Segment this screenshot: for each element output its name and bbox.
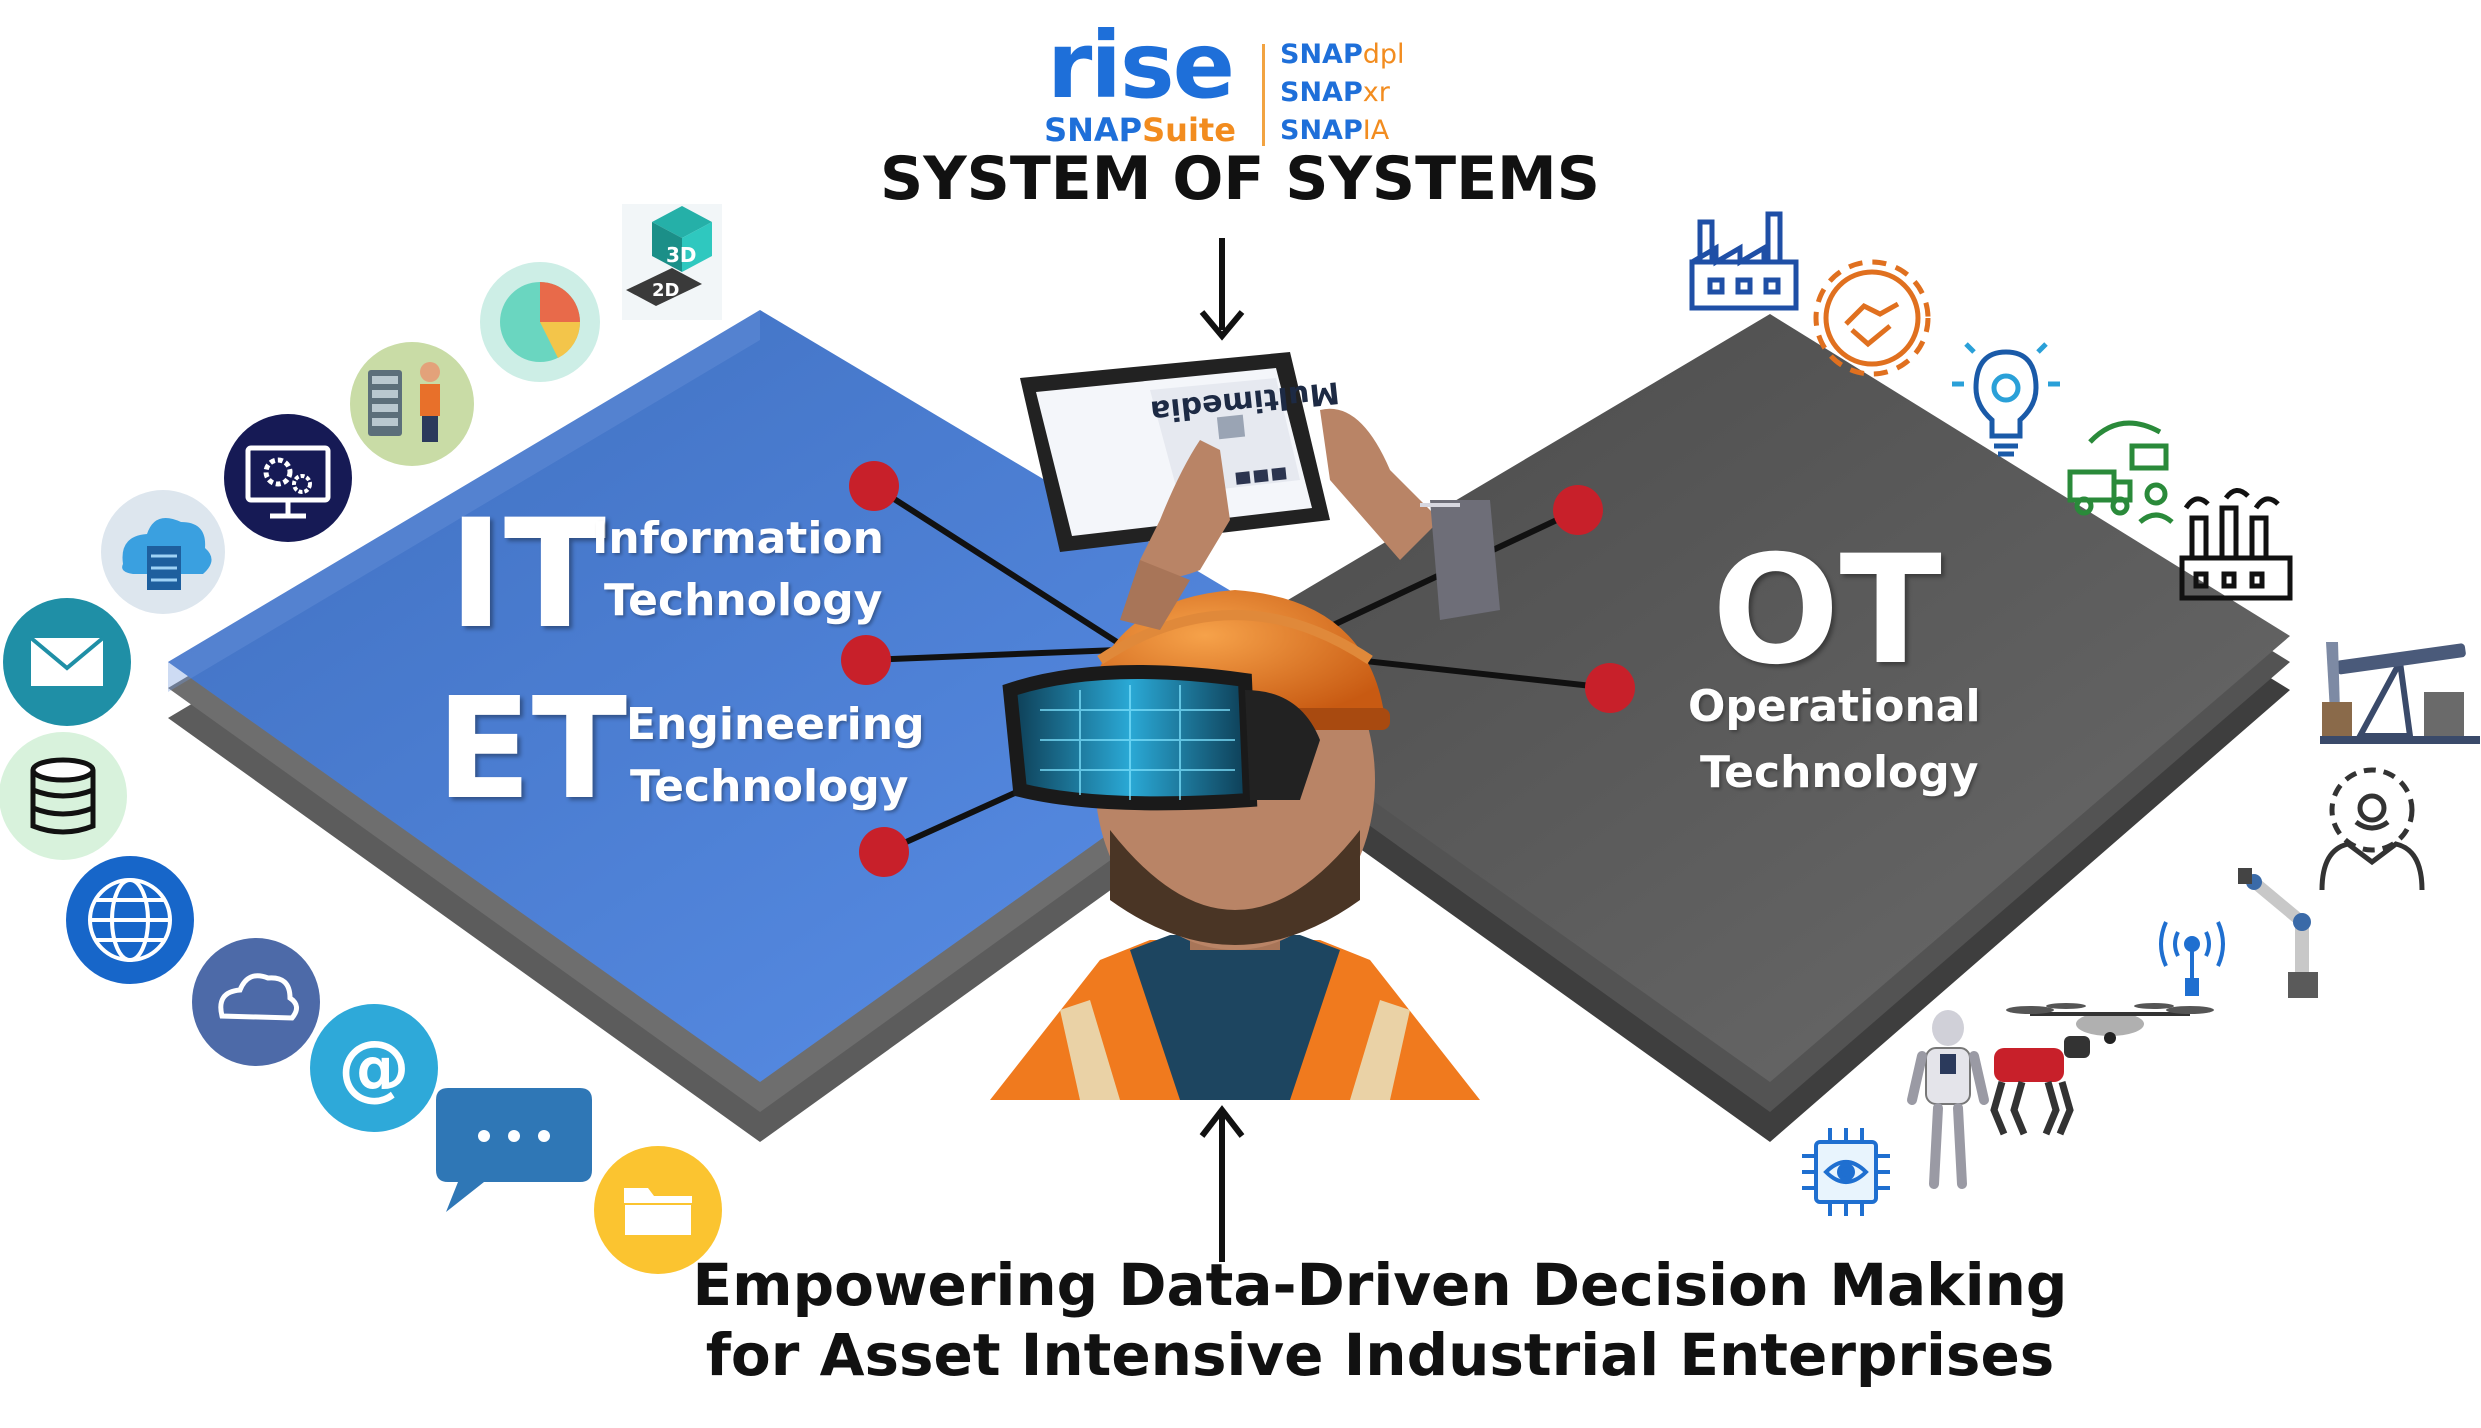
lightbulb-gear-icon (1952, 342, 2060, 457)
chat-bubble-icon (436, 1088, 592, 1212)
dot-it-mid (841, 635, 891, 685)
et-line2: Technology (630, 761, 909, 812)
svg-text:@: @ (338, 1025, 410, 1109)
monitor-gears-icon (224, 414, 352, 542)
database-icon (0, 732, 127, 860)
humanoid-robot-icon (1907, 1010, 1989, 1189)
email-icon (3, 598, 131, 726)
handshake-gear-icon (1813, 259, 1931, 377)
product-suffix: IA (1362, 115, 1390, 146)
product-suffix: xr (1362, 77, 1390, 108)
cloud-icon (192, 938, 320, 1066)
product-snapxr: SNAPxr (1280, 78, 1390, 108)
drone-icon (2006, 1003, 2214, 1044)
server-person-icon (350, 342, 474, 466)
tagline: Empowering Data-Driven Decision Making f… (560, 1250, 2200, 1390)
page-title: SYSTEM OF SYSTEMS (880, 144, 1600, 214)
it-line2: Technology (604, 575, 883, 626)
ai-chip-eye-icon (1802, 1128, 1890, 1216)
cloud-server-icon (101, 490, 225, 614)
rise-logo: rise (1046, 12, 1235, 119)
snapsuite-logo: SNAPSuite (1040, 112, 1240, 148)
connector-dots (841, 461, 1635, 877)
svg-text:3D: 3D (666, 243, 697, 267)
ot-line1: Operational (1688, 681, 1981, 732)
dot-ot-mid (1585, 663, 1635, 713)
arrow-down (1199, 238, 1245, 341)
robot-arm-icon (2238, 868, 2318, 998)
product-prefix: SNAP (1280, 115, 1363, 146)
it-et-block (168, 310, 1350, 1142)
logo-divider (1262, 44, 1265, 146)
product-prefix: SNAP (1280, 77, 1363, 108)
at-sign-icon: @ (310, 1004, 438, 1132)
logistics-icon (2067, 420, 2174, 524)
svg-text:2D: 2D (652, 280, 679, 301)
arrow-up (1199, 1105, 1245, 1262)
3d-2d-icon: 2D 3D (622, 204, 722, 320)
it-line1: Information (592, 513, 884, 564)
ot-line2: Technology (1700, 747, 1979, 798)
product-suffix: dpl (1362, 39, 1405, 70)
dot-et (859, 827, 909, 877)
snapsuite-part1: SNAP (1044, 111, 1143, 149)
product-prefix: SNAP (1280, 39, 1363, 70)
folder-icon (594, 1146, 722, 1274)
tagline-line1: Empowering Data-Driven Decision Making (692, 1251, 2068, 1319)
dot-ot-top (1553, 485, 1603, 535)
oil-pump-icon (2320, 642, 2480, 744)
product-snapdpl: SNAPdpl (1280, 40, 1405, 70)
et-abbreviation: ET (436, 668, 628, 831)
tablet-illustration (1020, 352, 1500, 630)
tagline-line2: for Asset Intensive Industrial Enterpris… (705, 1321, 2055, 1389)
snapsuite-part2: Suite (1142, 111, 1236, 149)
worker-vr-illustration (990, 590, 1480, 1100)
it-abbreviation: IT (448, 488, 607, 662)
engineer-gear-icon (2319, 767, 2425, 891)
dot-it-top (849, 461, 899, 511)
wireless-sensor-icon (2159, 921, 2225, 996)
factory-icon (1689, 211, 1799, 311)
globe-icon (66, 856, 194, 984)
et-line1: Engineering (626, 699, 925, 750)
robot-dog-icon (1990, 1036, 2090, 1136)
product-snapia: SNAPIA (1280, 116, 1389, 146)
ot-abbreviation: OT (1712, 524, 1942, 698)
pie-chart-icon (480, 262, 600, 382)
industrial-plant-icon (2179, 488, 2293, 601)
